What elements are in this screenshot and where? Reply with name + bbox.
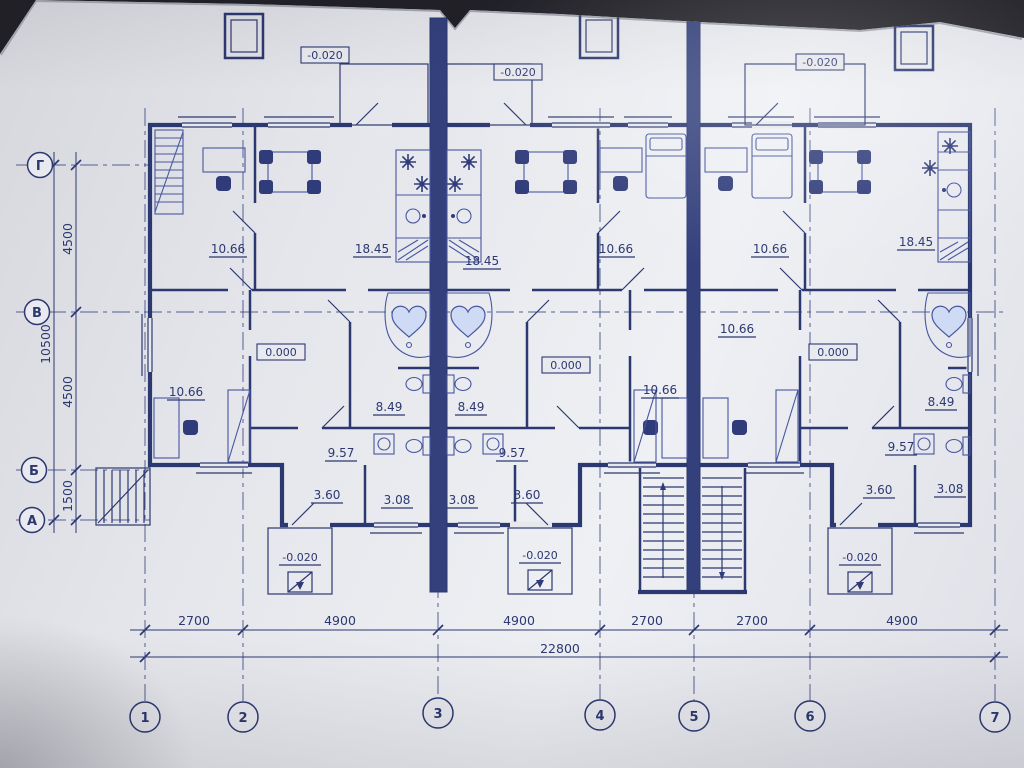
elevation-label: -0.020: [500, 66, 535, 79]
elevation-label: -0.020: [842, 551, 877, 564]
elevation-label: -0.020: [282, 551, 317, 564]
elevation-labels: -0.020 -0.020 -0.020 0.000 0.000 0.000 -…: [256, 46, 881, 590]
elevation-label: 0.000: [550, 359, 582, 372]
dimension-label: 2700: [178, 613, 210, 628]
area-label: 8.49: [376, 400, 403, 414]
dimension-label: 1500: [60, 480, 75, 512]
furniture: [153, 131, 971, 463]
dimension-label: 2700: [631, 613, 663, 628]
elevation-label: 0.000: [265, 346, 297, 359]
area-label: 10.66: [720, 322, 754, 336]
axis-label: 7: [990, 711, 999, 726]
area-label: 8.49: [928, 395, 955, 409]
area-label: 18.45: [355, 242, 389, 256]
area-label: 18.45: [899, 235, 933, 249]
dimension-lines-bottom: 2700 4900 4900 2700 2700 4900 22800: [130, 613, 1008, 663]
axis-label: Б: [29, 464, 39, 479]
dimension-label: 4900: [503, 613, 535, 628]
area-label: 9.57: [328, 446, 355, 460]
dimension-total-label: 10500: [38, 324, 53, 364]
partition-walls: [150, 125, 970, 525]
axis-label: 5: [689, 710, 698, 725]
area-label: 10.66: [599, 242, 633, 256]
area-label: 3.08: [937, 482, 964, 496]
windows: [141, 102, 979, 534]
grid-axes: [16, 100, 1005, 701]
area-label: 8.49: [458, 400, 485, 414]
area-label: 18.45: [465, 254, 499, 268]
paper-edge: [0, 0, 1023, 56]
area-label: 10.66: [169, 385, 203, 399]
entrance-steps: [95, 467, 151, 526]
dimension-label: 4900: [324, 613, 356, 628]
elevation-label: -0.020: [802, 56, 837, 69]
dimension-lines-left: 4500 4500 1500 10500: [38, 152, 82, 533]
central-staircase: [638, 468, 747, 595]
area-label: 9.57: [499, 446, 526, 460]
elevation-label: 0.000: [817, 346, 849, 359]
axis-label: 3: [433, 707, 442, 722]
dimension-label: 4900: [886, 613, 918, 628]
area-label: 9.57: [888, 440, 915, 454]
axis-label: В: [32, 306, 42, 321]
area-label: 10.66: [753, 242, 787, 256]
axis-label: 6: [805, 710, 814, 725]
elevation-label: -0.020: [522, 549, 557, 562]
internal-stair-strip: [154, 129, 184, 215]
area-label: 10.66: [643, 383, 677, 397]
dimension-label: 2700: [736, 613, 768, 628]
axis-label: 1: [140, 711, 149, 726]
room-area-labels: 10.66 18.45 18.45 10.66 10.66 18.45 10.6…: [167, 235, 966, 509]
dimension-total-label: 22800: [540, 641, 580, 656]
axis-label: 4: [595, 709, 604, 724]
axis-bubbles: 1 2 3 4 5 6 7 Г В Б А: [18, 151, 1011, 733]
elevation-label: -0.020: [307, 49, 342, 62]
axis-label: А: [27, 514, 37, 529]
area-label: 3.08: [384, 493, 411, 507]
axis-label: 2: [238, 711, 247, 726]
area-label: 3.60: [866, 483, 893, 497]
area-label: 3.60: [314, 488, 341, 502]
axis-label: Г: [36, 159, 44, 174]
dimension-label: 4500: [60, 223, 75, 255]
area-label: 3.08: [449, 493, 476, 507]
dimension-label: 4500: [60, 376, 75, 408]
area-label: 10.66: [211, 242, 245, 256]
area-label: 3.60: [514, 488, 541, 502]
